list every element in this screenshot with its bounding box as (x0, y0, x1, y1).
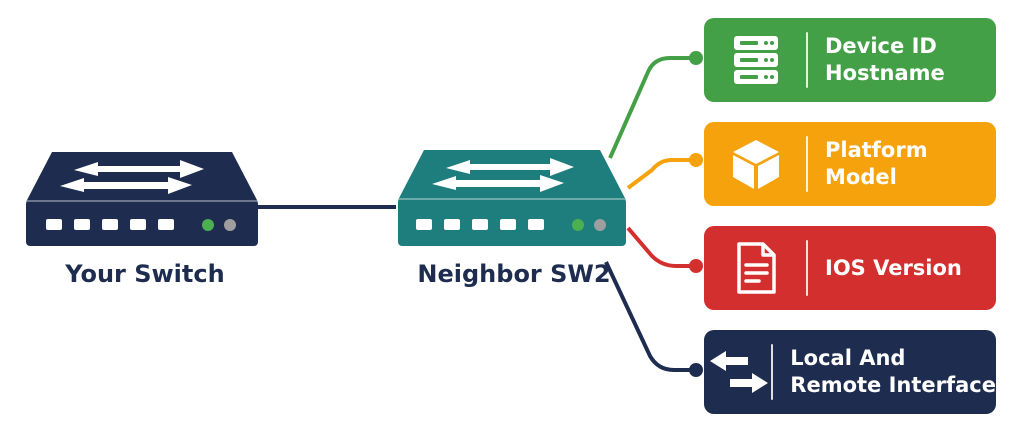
connector-platform (626, 158, 696, 190)
interface-card: Local And Remote Interface (704, 330, 996, 414)
connector-interface (604, 261, 696, 372)
server-icon (704, 18, 808, 102)
connector-ios (626, 226, 696, 268)
device-id-card: Device ID Hostname (704, 18, 996, 102)
local-and-label: Local And (790, 346, 906, 370)
remote-interface-label: Remote Interface (790, 373, 996, 397)
cube-icon (704, 122, 808, 206)
connector-dot-ios (689, 259, 703, 273)
neighbor-switch-label: Neighbor SW2 (417, 260, 611, 288)
ios-version-label: IOS Version (825, 255, 962, 280)
connector-device-id (608, 56, 696, 159)
connector-dot-platform (689, 153, 703, 167)
platform-card: Platform Model (704, 122, 996, 206)
your-switch-icon (26, 152, 258, 246)
platform-label: Platform (825, 138, 928, 162)
model-label: Model (825, 165, 897, 189)
ios-version-card: IOS Version (704, 226, 996, 310)
neighbor-switch-icon (398, 150, 626, 246)
your-switch-label: Your Switch (65, 260, 225, 288)
swap-arrows-icon (704, 330, 774, 414)
document-icon (704, 226, 808, 310)
connector-dot-device-id (689, 51, 703, 65)
connector-dot-interface (689, 363, 703, 377)
device-id-label: Device ID (825, 34, 937, 58)
hostname-label: Hostname (825, 61, 945, 85)
